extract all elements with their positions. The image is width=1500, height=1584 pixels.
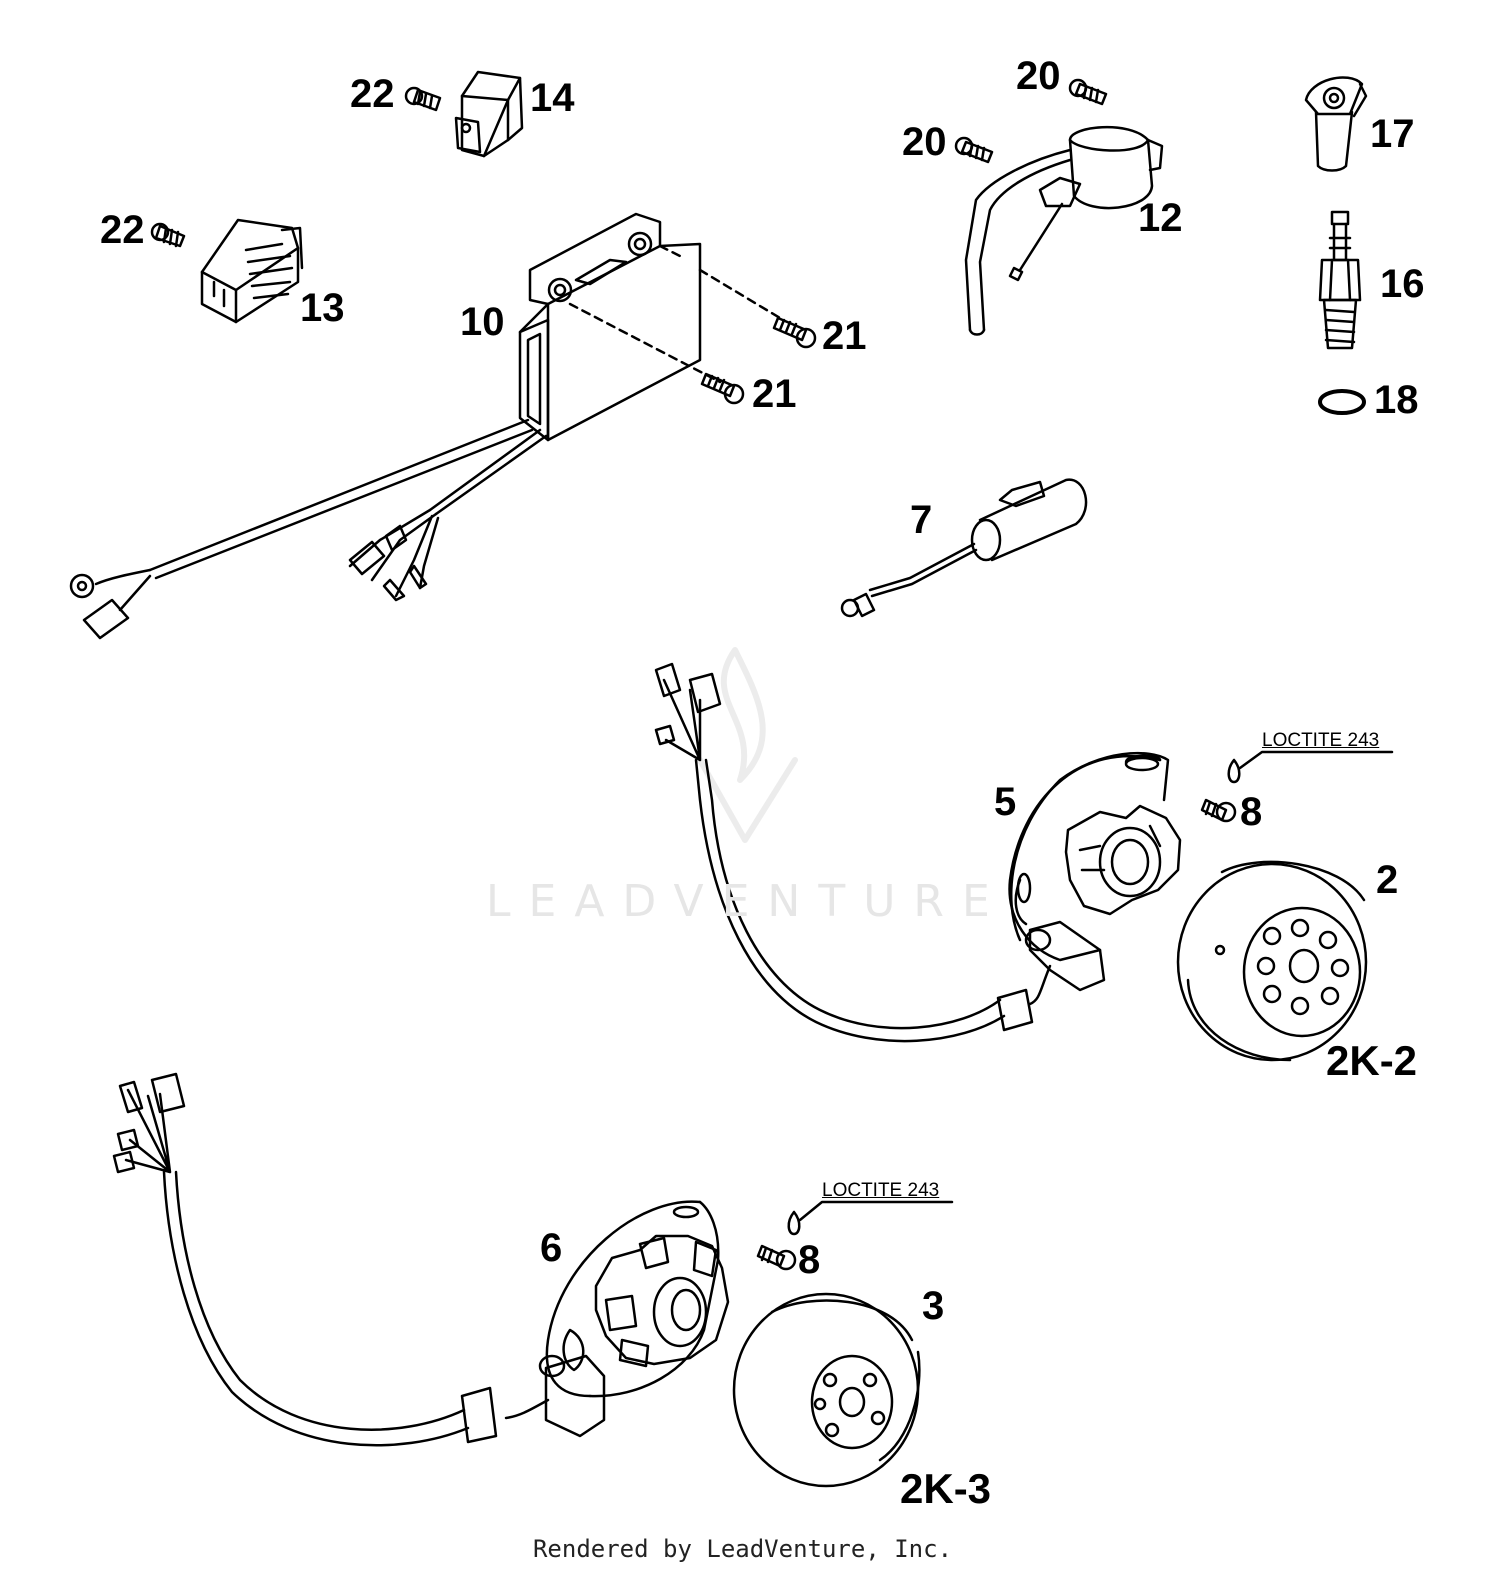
kit-label-2k-2: 2K-2	[1326, 1037, 1418, 1084]
callout-20-lower: 20	[902, 120, 947, 164]
regulator-13	[200, 218, 304, 324]
spark-plug-cap-17	[1304, 76, 1368, 172]
callout-17: 17	[1370, 112, 1415, 156]
callout-21-upper: 21	[822, 314, 867, 358]
callout-22-left: 22	[100, 208, 145, 252]
screw-20-upper	[1068, 78, 1108, 106]
callout-22-upper: 22	[350, 72, 395, 116]
callout-20-upper: 20	[1016, 54, 1061, 98]
callout-18: 18	[1374, 378, 1419, 422]
spark-plug-16	[1318, 210, 1362, 350]
screw-8-upper	[1200, 750, 1394, 823]
screw-8-lower	[756, 1200, 954, 1271]
callout-13: 13	[300, 286, 345, 330]
cdi-harness	[69, 418, 548, 640]
screw-22-left	[150, 222, 186, 248]
callout-12: 12	[1138, 196, 1183, 240]
callout-10: 10	[460, 300, 505, 344]
screw-20-lower	[954, 136, 994, 164]
callout-6: 6	[540, 1226, 563, 1270]
bolt-21-lower	[700, 372, 745, 405]
callout-14: 14	[530, 76, 575, 120]
rotor-2	[1176, 860, 1368, 1062]
kit-label-2k-3: 2K-3	[900, 1465, 992, 1512]
stator-6	[112, 1072, 730, 1447]
callout-5: 5	[994, 780, 1017, 824]
callout-21-lower: 21	[752, 372, 797, 416]
ignition-coil-12	[964, 125, 1164, 336]
watermark-logo	[697, 647, 798, 843]
callout-3: 3	[922, 1284, 945, 1328]
watermark-text: LEADVENTURE	[486, 876, 1008, 927]
callout-8-upper: 8	[1240, 790, 1263, 834]
stator-5	[654, 662, 1182, 1043]
loctite-note-lower: LOCTITE 243	[822, 1180, 940, 1201]
relay-14	[454, 70, 524, 158]
render-credit: Rendered by LeadVenture, Inc.	[532, 1535, 953, 1563]
bolt-21-upper	[772, 316, 817, 349]
screw-22-upper	[404, 86, 442, 112]
cdi-unit-10	[518, 212, 782, 442]
callout-7: 7	[910, 498, 933, 542]
callout-16: 16	[1380, 262, 1425, 306]
callout-2: 2	[1376, 858, 1399, 902]
rotor-3	[732, 1292, 921, 1488]
loctite-note-upper: LOCTITE 243	[1262, 730, 1380, 751]
suppressor-7	[840, 478, 1088, 618]
sealing-ring-18	[1318, 389, 1366, 415]
callout-8-lower: 8	[798, 1238, 821, 1282]
